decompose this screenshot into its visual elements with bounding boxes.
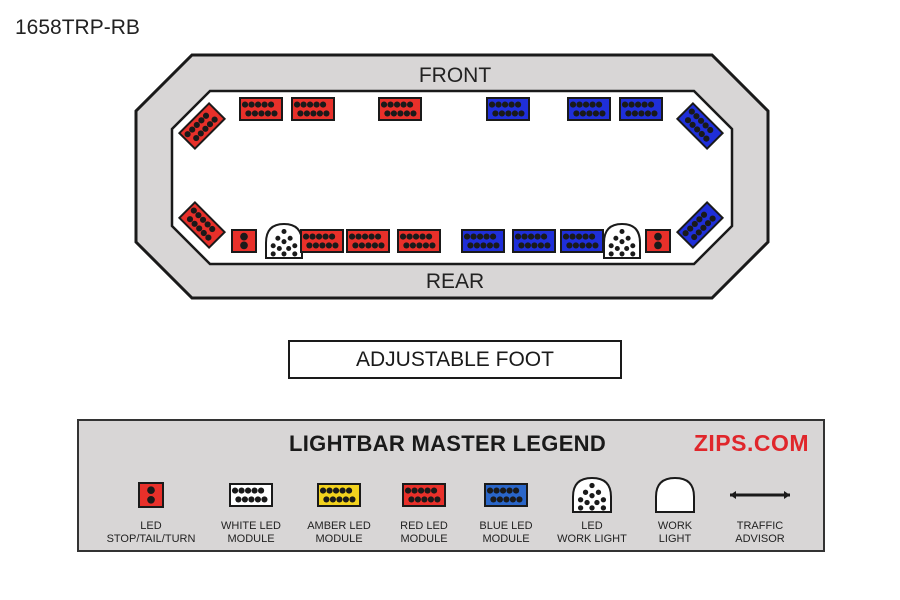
legend-label-line2: LIGHT	[658, 533, 692, 545]
legend-title: LIGHTBAR MASTER LEGEND	[289, 431, 607, 456]
legend-label-line2: MODULE	[482, 533, 530, 545]
front-red-module-1	[239, 97, 283, 121]
rear-blue-module-1	[461, 229, 505, 253]
rear-red-module-1	[300, 229, 344, 253]
adjustable-foot-label: ADJUSTABLE FOOT	[356, 347, 554, 371]
rear-work-light-left	[265, 222, 303, 259]
front-blue-module-3	[619, 97, 663, 121]
brand-logo[interactable]: ZIPS.COM	[693, 430, 809, 456]
work-light-icon	[655, 476, 695, 513]
rear-right-corner-module	[675, 200, 725, 250]
legend-label-line2: ADVISOR	[735, 533, 785, 545]
legend-label-line2: MODULE	[315, 533, 363, 545]
legend-label-line2: STOP/TAIL/TURN	[106, 533, 196, 545]
modules-layer	[177, 97, 725, 259]
lightbar-inner	[170, 89, 734, 266]
rear-red-module-2	[346, 229, 390, 253]
legend-label-line1: LED	[581, 520, 603, 532]
front-red-module-3	[378, 97, 422, 121]
lightbar-diagram: FRONT REAR	[134, 53, 770, 300]
amber-led-module-icon	[317, 483, 361, 507]
front-label: FRONT	[419, 64, 491, 87]
front-right-corner-module	[675, 101, 725, 151]
legend-label-line1: RED LED	[400, 520, 448, 532]
legend-label-line2: MODULE	[400, 533, 448, 545]
rear-red-module-3	[397, 229, 441, 253]
legend-label-line1: AMBER LED	[307, 520, 371, 532]
adjustable-foot-box: ADJUSTABLE FOOT	[288, 340, 622, 379]
front-blue-module-2	[567, 97, 611, 121]
blue-led-module-icon	[484, 483, 528, 507]
legend-label-line2: WORK LIGHT	[557, 533, 627, 545]
front-red-module-2	[291, 97, 335, 121]
legend-label-line1: TRAFFIC	[736, 520, 784, 532]
rear-label: REAR	[426, 270, 484, 293]
front-left-corner-module	[177, 101, 227, 151]
legend-label-line2: MODULE	[227, 533, 275, 545]
legend-label-line1: BLUE LED	[479, 520, 533, 532]
rear-left-corner-module	[177, 200, 227, 250]
rear-blue-module-2	[512, 229, 556, 253]
traffic-advisor-icon	[730, 491, 790, 499]
legend-label-line1: LED	[140, 520, 162, 532]
product-title: 1658TRP-RB	[15, 16, 140, 39]
rear-blue-module-3	[560, 229, 604, 253]
stt-icon	[138, 482, 164, 508]
red-led-module-icon	[402, 483, 446, 507]
legend-label-line1: WHITE LED	[221, 520, 281, 532]
legend-label-line1: WORK	[657, 520, 693, 532]
front-blue-module-1	[486, 97, 530, 121]
white-led-module-icon	[229, 483, 273, 507]
led-work-light-icon	[572, 476, 612, 513]
rear-stop-tail-turn-right	[645, 229, 671, 253]
rear-stop-tail-turn-left	[231, 229, 257, 253]
rear-work-light-right	[603, 222, 641, 259]
